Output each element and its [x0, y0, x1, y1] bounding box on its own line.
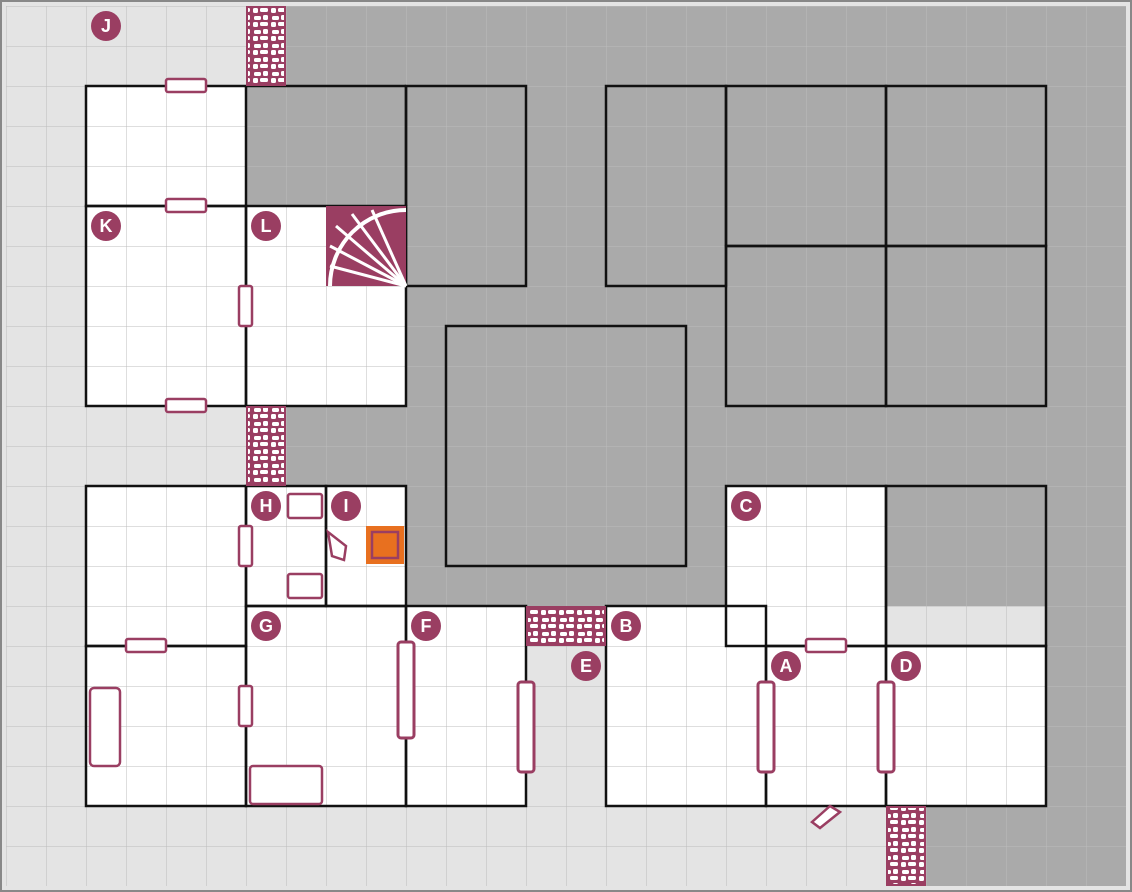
rubble-passages — [246, 6, 926, 886]
secret-door-icon — [876, 680, 896, 774]
room-label-D: D — [891, 651, 921, 681]
statue-icon — [326, 529, 348, 562]
door-icon — [237, 284, 254, 328]
secret-door-icon — [396, 640, 416, 740]
svg-text:J: J — [101, 16, 111, 36]
svg-text:L: L — [261, 216, 272, 236]
svg-text:C: C — [740, 496, 753, 516]
room-label-F: F — [411, 611, 441, 641]
door-icon — [164, 197, 208, 214]
secret-door-icon — [756, 680, 776, 774]
grid-overlay — [6, 6, 1126, 886]
room-label-A: A — [771, 651, 801, 681]
room-label-C: C — [731, 491, 761, 521]
statue-icon — [810, 804, 843, 830]
room-label-G: G — [251, 611, 281, 641]
svg-text:G: G — [259, 616, 273, 636]
svg-text:I: I — [343, 496, 348, 516]
door-icon — [124, 637, 168, 654]
svg-text:K: K — [100, 216, 113, 236]
svg-text:B: B — [620, 616, 633, 636]
room-label-L: L — [251, 211, 281, 241]
svg-text:E: E — [580, 656, 592, 676]
rubble-passage — [886, 806, 926, 886]
room-labels: J K L H I C G F B E A D — [91, 11, 921, 681]
table-icon — [286, 492, 324, 520]
svg-text:H: H — [260, 496, 273, 516]
doors-vertical — [237, 284, 254, 728]
table-icon — [286, 572, 324, 600]
rubble-passage — [246, 6, 286, 86]
sarcophagus-icon — [88, 686, 122, 768]
bench-icon — [248, 764, 324, 806]
room-label-B: B — [611, 611, 641, 641]
room-label-I: I — [331, 491, 361, 521]
door-icon — [237, 524, 254, 568]
room-label-J: J — [91, 11, 121, 41]
door-icon — [164, 77, 208, 94]
trapdoor-icon — [366, 526, 404, 564]
door-icon — [237, 684, 254, 728]
svg-text:F: F — [421, 616, 432, 636]
svg-text:A: A — [780, 656, 793, 676]
svg-text:D: D — [900, 656, 913, 676]
rubble-passage — [246, 406, 286, 486]
rubble-passage — [526, 606, 606, 646]
furniture — [88, 492, 843, 830]
room-label-H: H — [251, 491, 281, 521]
secret-door-icon — [516, 680, 536, 774]
room-label-E: E — [571, 651, 601, 681]
door-icon — [804, 637, 848, 654]
stairs-icon — [326, 206, 408, 288]
door-icon — [164, 397, 208, 414]
long-doors — [396, 640, 896, 774]
doors-horizontal — [124, 77, 848, 654]
room-label-K: K — [91, 211, 121, 241]
